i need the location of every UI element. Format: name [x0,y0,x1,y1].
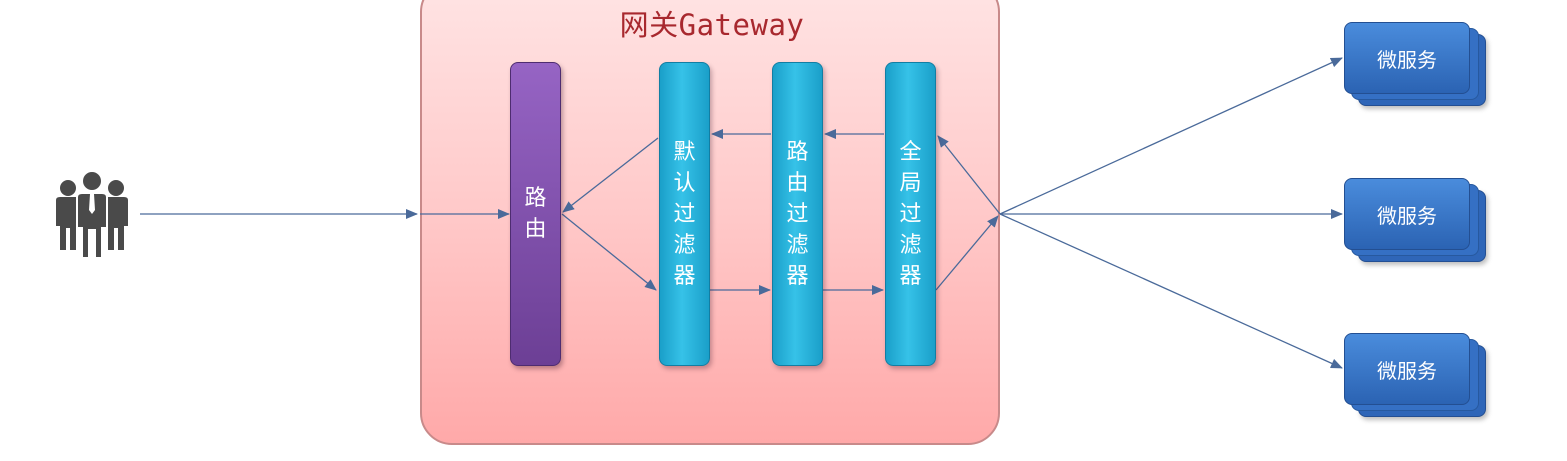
route-filter-label: 路由过滤器 [786,139,809,289]
route-filter-bar: 路由过滤器 [772,62,823,366]
microservice-1-label: 微服务 [1344,22,1470,94]
arrow-hub-to-global-filter [937,135,1001,215]
router-bar: 路由 [510,62,561,366]
global-filter-label: 全局过滤器 [899,139,922,289]
microservice-2-label: 微服务 [1344,178,1470,250]
microservice-3-label: 微服务 [1344,333,1470,405]
router-label: 路由 [524,186,547,242]
default-filter-label: 默认过滤器 [673,139,696,289]
arrow-hub-to-microservice-1 [999,57,1343,215]
gateway-title: 网关Gateway [619,8,805,42]
arrow-router-to-default-filter [561,213,657,291]
arrow-global-filter-to-hub [935,215,999,291]
users-group-icon [56,170,128,259]
arrow-hub-to-microservice-3 [999,213,1343,369]
microservice-3: 微服务 [1344,333,1486,417]
default-filter-bar: 默认过滤器 [659,62,710,366]
arrow-default-filter-to-router [562,137,659,213]
microservice-2: 微服务 [1344,178,1486,262]
microservice-1: 微服务 [1344,22,1486,106]
global-filter-bar: 全局过滤器 [885,62,936,366]
